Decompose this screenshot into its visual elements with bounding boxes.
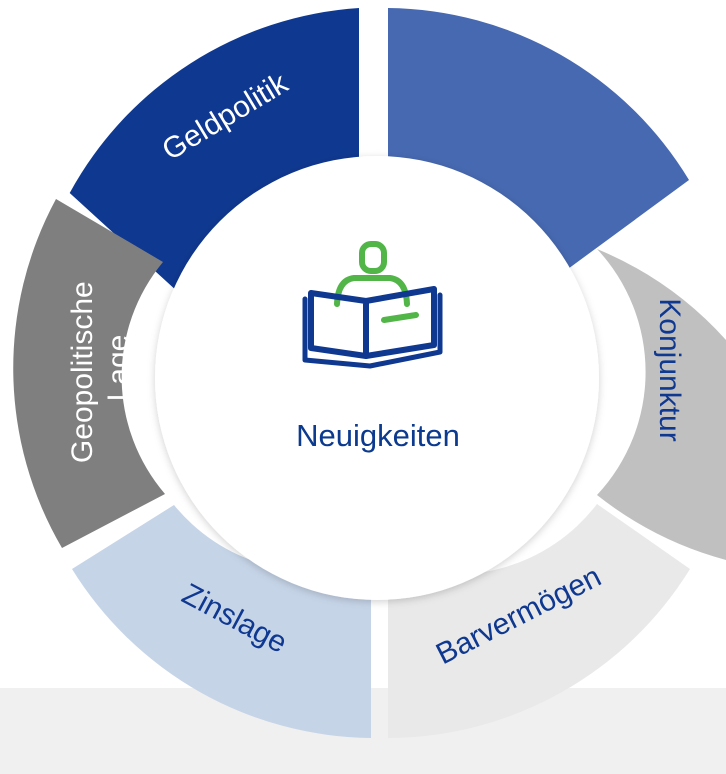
label-geopolitische-lage: Geopolitische Lage xyxy=(66,273,135,463)
ring xyxy=(13,8,726,738)
reading-person-icon xyxy=(302,241,443,369)
segment-barvermoegen xyxy=(388,504,690,738)
segment-nachhaltigkeit xyxy=(388,8,689,302)
segment-geldpolitik xyxy=(69,8,359,302)
segment-geopolitische-lage xyxy=(13,199,165,548)
center-title: Neuigkeiten xyxy=(296,418,460,453)
label-konjunktur: Konjunktur xyxy=(653,298,686,441)
segment-konjunktur xyxy=(597,249,726,560)
center-disc xyxy=(155,156,599,600)
segment-zinslage xyxy=(72,505,371,738)
